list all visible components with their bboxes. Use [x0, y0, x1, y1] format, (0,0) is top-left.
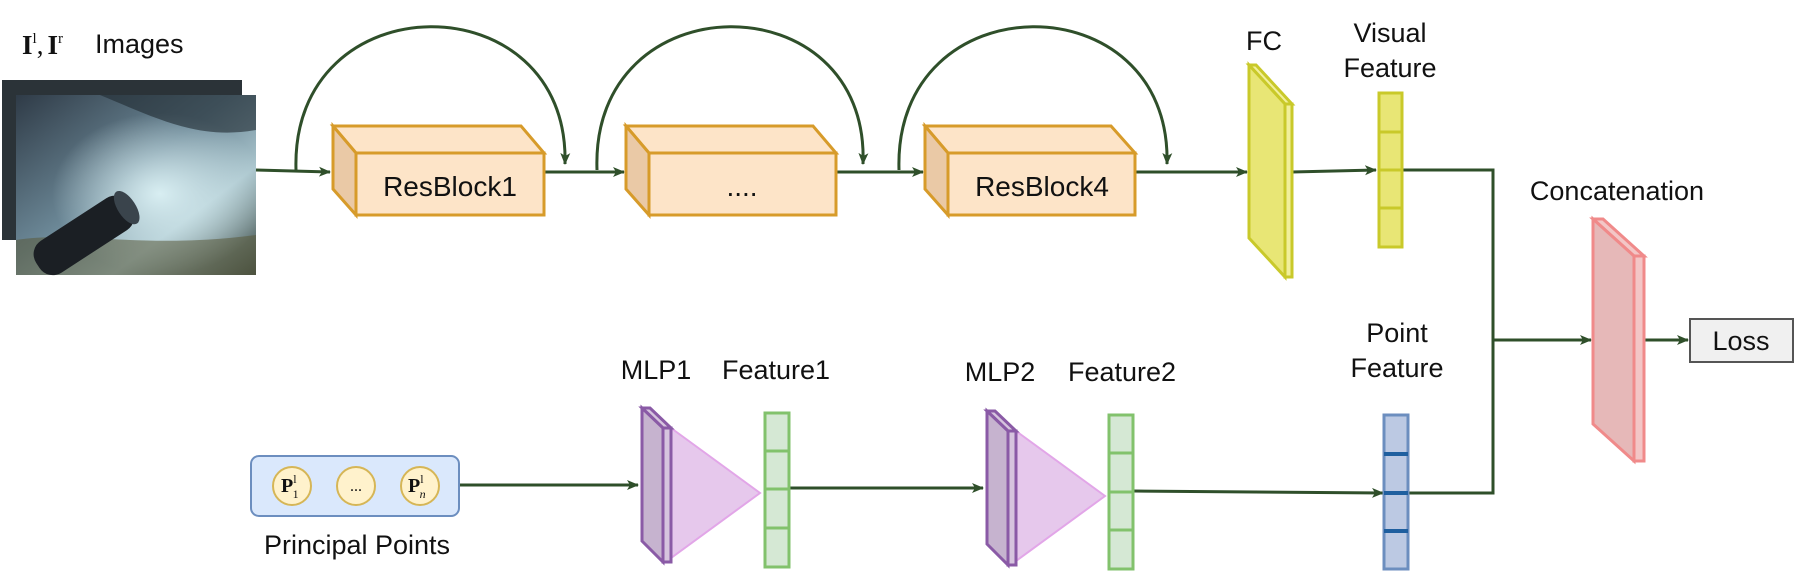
- point-feature-label-line1: Point: [1366, 318, 1428, 348]
- concatenation-label: Concatenation: [1530, 176, 1704, 206]
- images-text: Images: [95, 29, 184, 59]
- point-ellipsis: ...: [350, 478, 362, 495]
- endoscope-tool: [33, 190, 140, 276]
- visual-feature-label-line2: Feature: [1343, 53, 1436, 83]
- arrow-image-to-resblock1: [255, 166, 331, 177]
- skip-arc-3: [897, 25, 1173, 171]
- visual-feature: Visual Feature: [1343, 18, 1437, 249]
- skip-arc-2: [595, 25, 869, 171]
- mlp2: MLP2: [965, 357, 1107, 569]
- feature1: Feature1: [722, 355, 830, 569]
- image-sup-right: r: [58, 31, 63, 47]
- principal-points-label: Principal Points: [264, 530, 450, 560]
- loss-box: Loss: [1689, 318, 1794, 363]
- fc-layer: FC: [1245, 26, 1296, 281]
- image-symbol-right: I: [47, 30, 58, 60]
- feature1-label: Feature1: [722, 355, 830, 385]
- svg-text:Il,Ir: Il,Ir: [22, 30, 63, 60]
- arrow-feature2-to-point-feature: [1133, 487, 1384, 498]
- feature2-label: Feature2: [1068, 357, 1176, 387]
- visual-feature-label-line1: Visual: [1353, 18, 1426, 48]
- input-images: [2, 80, 256, 276]
- mlp1: MLP1: [621, 355, 762, 566]
- loss-label: Loss: [1712, 326, 1769, 356]
- image-separator: ,: [37, 30, 44, 60]
- concatenation-layer: Concatenation: [1530, 176, 1704, 465]
- resblock-1: ResBlock1: [329, 121, 548, 219]
- mlp1-label: MLP1: [621, 355, 692, 385]
- fc-label: FC: [1246, 26, 1282, 56]
- resblock-middle-label: ....: [726, 171, 757, 202]
- resblock-middle: ....: [622, 121, 840, 219]
- skip-arc-1: [294, 25, 571, 171]
- feature2: Feature2: [1068, 357, 1176, 571]
- arrow-fc-to-visual-feature: [1291, 165, 1377, 176]
- mlp2-label: MLP2: [965, 357, 1036, 387]
- point-feature: Point Feature: [1350, 318, 1444, 571]
- point-feature-label-line2: Feature: [1350, 353, 1443, 383]
- image-symbol-left: I: [22, 30, 33, 60]
- resblock-4-label: ResBlock4: [975, 171, 1109, 202]
- image-sup-left: l: [33, 31, 37, 47]
- merge-connector: [1402, 168, 1495, 495]
- resblock-1-label: ResBlock1: [383, 171, 517, 202]
- resblock-4: ResBlock4: [921, 121, 1139, 219]
- images-label: Il,Ir Images: [22, 29, 184, 60]
